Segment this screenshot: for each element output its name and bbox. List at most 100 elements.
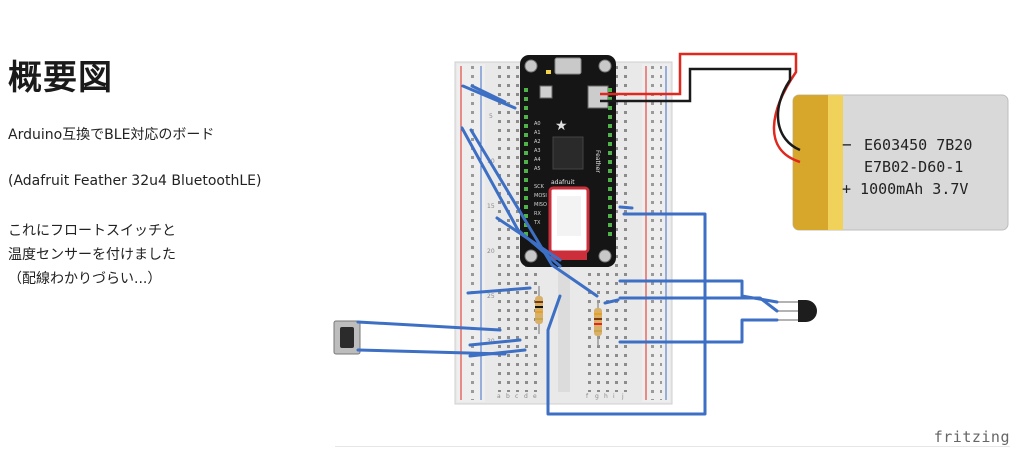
pin-pad <box>524 151 528 155</box>
pin-label: RX <box>534 211 541 217</box>
wire <box>469 128 599 298</box>
col-letter: d <box>524 393 528 400</box>
wire <box>618 318 779 344</box>
lipo-battery: − E603450 7B20 E7B02-D60-1 + 1000mAh 3.7… <box>792 94 1009 231</box>
battery-black-wire <box>600 67 801 152</box>
usb-connector <box>554 57 582 75</box>
board-brand-label: adafruit <box>551 179 575 186</box>
battery-label-1: E603450 7B20 <box>864 136 972 154</box>
pin-pad <box>608 115 612 119</box>
wire <box>356 320 502 332</box>
pin-pad <box>524 223 528 227</box>
pin-pad <box>608 178 612 182</box>
pin-pad <box>608 151 612 155</box>
resistor <box>535 286 543 334</box>
wire <box>546 212 707 416</box>
pin-pad <box>608 160 612 164</box>
pin-label: TX <box>533 220 541 226</box>
pin-pad <box>608 124 612 128</box>
col-letter: b <box>506 393 510 400</box>
text-board-name: (Adafruit Feather 32u4 BluetoothLE) <box>8 173 262 189</box>
pin-pad <box>524 88 528 92</box>
pin-pad <box>524 196 528 200</box>
pin-pad <box>608 142 612 146</box>
battery-label-2: E7B02-D60-1 <box>864 158 963 176</box>
pin-pad <box>608 106 612 110</box>
pin-label: MOSI <box>534 193 547 199</box>
col-letter: a <box>497 393 501 400</box>
pin-pad <box>524 214 528 218</box>
wire <box>470 84 507 104</box>
col-letter: i <box>613 393 615 400</box>
pin-pad <box>524 178 528 182</box>
row-number: 15 <box>487 203 495 210</box>
pin-pad <box>608 232 612 236</box>
pin-pad <box>524 205 528 209</box>
pin-pad <box>524 187 528 191</box>
pin-pad <box>524 106 528 110</box>
pin-pad <box>524 169 528 173</box>
pin-label: SCK <box>534 184 545 190</box>
col-letter: g <box>595 393 599 400</box>
col-letter: h <box>604 393 608 400</box>
feather-board: adafruit Feather ★ A0 A1 A2 A3 A4 A5 SCK… <box>520 55 616 267</box>
pin-pad <box>608 169 612 173</box>
pin-pad <box>608 97 612 101</box>
col-letter: f <box>586 393 589 400</box>
pin-pad <box>608 88 612 92</box>
fritzing-watermark: fritzing <box>933 428 1010 446</box>
battery-jst <box>587 85 609 109</box>
pin-pad <box>524 142 528 146</box>
pin-label: A5 <box>534 166 541 172</box>
mcu-chip <box>552 136 584 170</box>
wire <box>466 286 532 295</box>
row-number: 25 <box>487 293 495 300</box>
wire <box>461 84 517 110</box>
pin-label: A3 <box>534 148 541 154</box>
row-number: 5 <box>489 113 493 120</box>
wire <box>468 348 527 358</box>
float-switch-button <box>333 320 361 355</box>
pin-pad <box>524 160 528 164</box>
pin-label: A0 <box>534 121 541 127</box>
temperature-sensor <box>777 300 817 322</box>
resistor <box>594 300 602 346</box>
board-model-label: Feather <box>594 150 601 173</box>
text-wiring-note: （配線わかりづらい...） <box>8 271 162 287</box>
pin-pad <box>608 214 612 218</box>
reset-button <box>539 85 553 99</box>
pin-pad <box>608 223 612 227</box>
pin-pad <box>524 115 528 119</box>
text-sensors-line2: 温度センサーを付けました <box>8 247 176 263</box>
pin-pad <box>608 205 612 209</box>
text-sensors-line1: これにフロートスイッチと <box>8 223 176 239</box>
pin-label: MISO <box>534 202 547 208</box>
wire <box>603 298 620 305</box>
pin-pad <box>524 97 528 101</box>
wire <box>618 296 779 313</box>
col-letter: c <box>515 393 518 400</box>
row-number: 20 <box>487 248 495 255</box>
pin-pad <box>608 196 612 200</box>
adafruit-star-icon: ★ <box>555 118 568 134</box>
wire <box>618 205 634 210</box>
pin-pad <box>608 133 612 137</box>
led-yellow <box>546 70 551 74</box>
wire <box>356 348 507 356</box>
pin-pad <box>524 124 528 128</box>
battery-label-3: + 1000mAh 3.7V <box>842 180 968 198</box>
wire <box>468 338 522 347</box>
watermark-rule <box>335 446 1010 447</box>
wire <box>495 216 562 262</box>
pin-pad <box>524 133 528 137</box>
pin-pad <box>608 187 612 191</box>
col-letter: e <box>533 393 537 400</box>
col-letter: j <box>621 393 624 400</box>
pin-label: A1 <box>534 130 541 136</box>
pin-label: A2 <box>534 139 541 145</box>
slide-title: 概要図 <box>8 58 113 98</box>
text-board-type: Arduino互換でBLE対応のボード <box>8 127 215 143</box>
pin-pad <box>524 232 528 236</box>
battery-minus: − <box>842 135 852 154</box>
